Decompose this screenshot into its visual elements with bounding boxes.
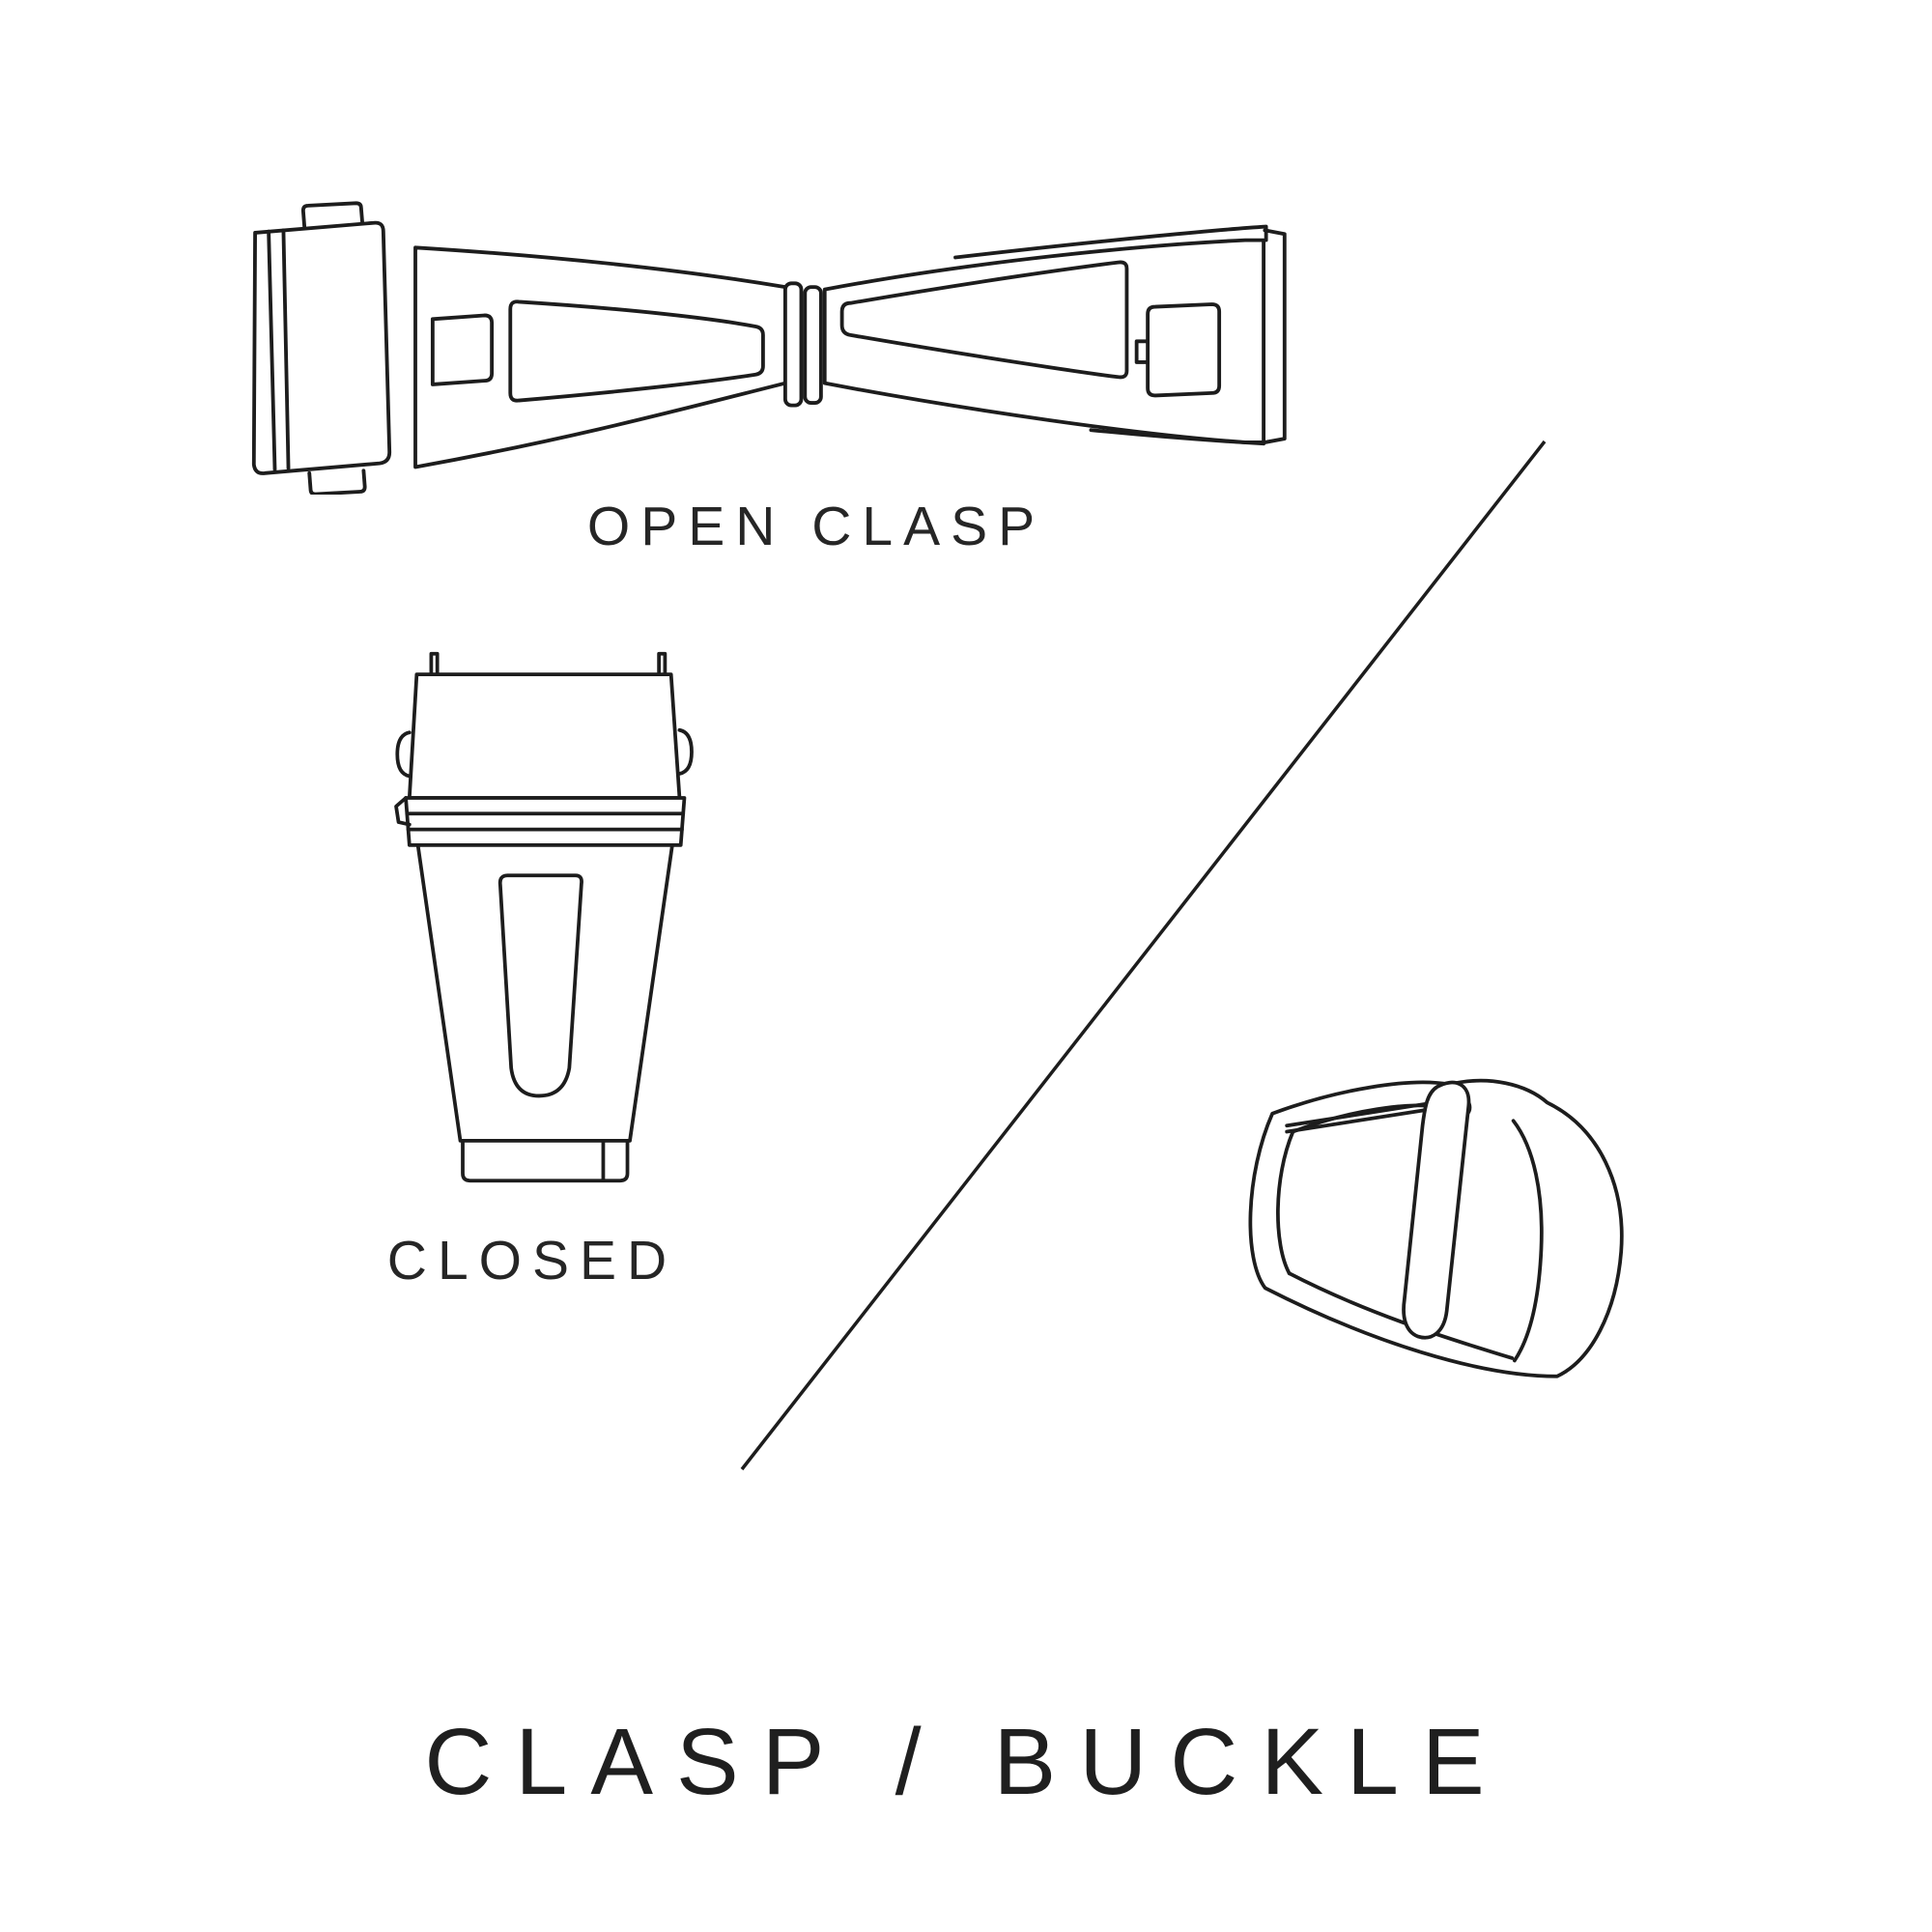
buckle-illustration <box>1248 1078 1624 1378</box>
open-clasp-illustration <box>251 201 1287 495</box>
open-clasp-caption: OPEN CLASP <box>586 496 1046 557</box>
closed-clasp-illustration <box>394 651 694 1183</box>
closed-caption: CLOSED <box>386 1230 678 1292</box>
page-title: CLASP / BUCKLE <box>424 1709 1508 1814</box>
